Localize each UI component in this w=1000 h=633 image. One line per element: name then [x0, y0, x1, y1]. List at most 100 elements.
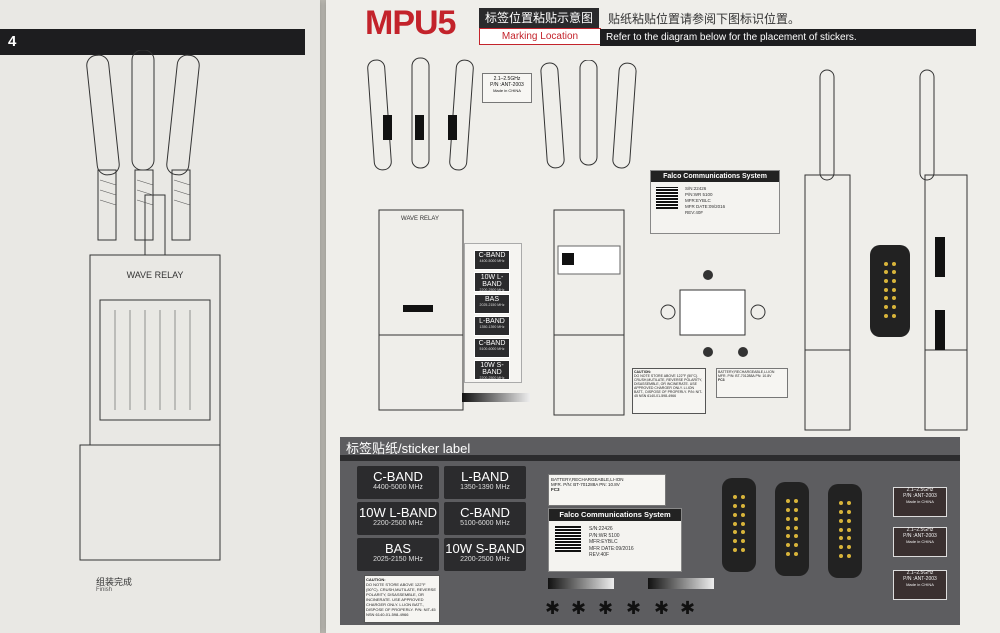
connector-pin [786, 543, 790, 548]
gradient-sticker [648, 578, 714, 589]
qr-code [656, 187, 678, 209]
connector-pin [786, 534, 790, 539]
connector-pin [733, 521, 737, 526]
page-number: 4 [8, 33, 17, 50]
antenna-label-callout: 2.1–2.5GHz P/N :ANT-2003 Made in CHINA [482, 73, 532, 103]
connector-sticker [722, 478, 756, 572]
connector-pin [884, 278, 888, 283]
connector-pin [884, 261, 888, 266]
connector-sticker [775, 482, 809, 576]
connector-pin [847, 545, 851, 550]
asterisk-sticker: ✱ [598, 598, 614, 618]
assembled-radio-illustration: WAVE RELAY [79, 50, 221, 561]
connector-pin [847, 536, 851, 541]
sticker-panel-strip [340, 455, 960, 461]
connector-pin [741, 548, 745, 553]
connector-pin [741, 539, 745, 544]
connector-pin [839, 518, 843, 523]
asterisk-sticker: ✱ [545, 598, 561, 618]
connector-pin [794, 543, 798, 548]
connector-sticker-diagram [870, 245, 910, 337]
connector-pin [733, 530, 737, 535]
connector-pin [892, 313, 896, 318]
connector-pin [741, 521, 745, 526]
connector-pin [847, 518, 851, 523]
connector-pin [794, 552, 798, 557]
connector-pin [892, 296, 896, 301]
device-brand-left: WAVE RELAY [127, 270, 184, 280]
device-brand-right: WAVE RELAY [401, 216, 439, 222]
connector-pin [892, 278, 896, 283]
connector-pin [786, 507, 790, 512]
connector-pin [839, 509, 843, 514]
rear-view-diagram [540, 60, 637, 416]
connector-pin [733, 539, 737, 544]
connector-pin [892, 287, 896, 292]
connector-pin [741, 512, 745, 517]
connector-pin [733, 494, 737, 499]
caution-sticker: CAUTION:DO NOTE STORE ABOVE 122°F (50°C)… [364, 575, 440, 623]
finish-caption-en: Finish [96, 587, 113, 593]
product-title: MPU5 [365, 4, 456, 42]
connector-pin [892, 270, 896, 275]
connector-pin [884, 296, 888, 301]
asterisk-sticker: ✱ [680, 598, 696, 618]
connector-pin [794, 516, 798, 521]
connector-pin [733, 503, 737, 508]
gradient-sticker [462, 393, 530, 402]
asterisk-sticker: ✱ [626, 598, 642, 618]
page-number-bar [0, 29, 305, 55]
placement-note-en: Refer to the diagram below for the place… [600, 29, 976, 46]
antenna-made: Made in CHINA [493, 88, 521, 93]
connector-pin [839, 554, 843, 559]
gradient-sticker [548, 578, 614, 589]
qr-code [555, 526, 581, 552]
antenna-pn: P/N :ANT-2003 [490, 82, 524, 88]
connector-pin [733, 512, 737, 517]
connector-pin [786, 525, 790, 530]
connector-pin [786, 552, 790, 557]
caution-label-diagram: CAUTION:DO NOTE STORE ABOVE 122°F (50°C)… [632, 368, 706, 414]
connector-pin [839, 545, 843, 550]
side-views-diagram [804, 69, 968, 431]
connector-pin [733, 548, 737, 553]
connector-pin [884, 313, 888, 318]
connector-pin [892, 304, 896, 309]
connector-pin [741, 503, 745, 508]
falco-title: Falco Communications System [549, 509, 681, 521]
connector-pin [847, 509, 851, 514]
battery-bottom-diagram [660, 270, 766, 357]
connector-sticker [828, 484, 862, 578]
connector-pin [847, 527, 851, 532]
connector-pin [794, 498, 798, 503]
connector-pin [892, 261, 896, 266]
antenna-freq: 2.1–2.5GHz [493, 76, 521, 82]
asterisk-sticker: ✱ [571, 598, 587, 618]
marking-location-title-en: Marking Location [479, 28, 601, 45]
falco-title: Falco Communications System [651, 171, 779, 182]
marking-location-title-cn: 标签位置粘贴示意图 [479, 8, 599, 28]
connector-pin [884, 270, 888, 275]
connector-pin [794, 525, 798, 530]
placement-note-cn: 贴纸粘贴位置请参阅下图标识位置。 [608, 12, 801, 26]
connector-pin [741, 530, 745, 535]
connector-pin [794, 507, 798, 512]
connector-pin [741, 494, 745, 499]
